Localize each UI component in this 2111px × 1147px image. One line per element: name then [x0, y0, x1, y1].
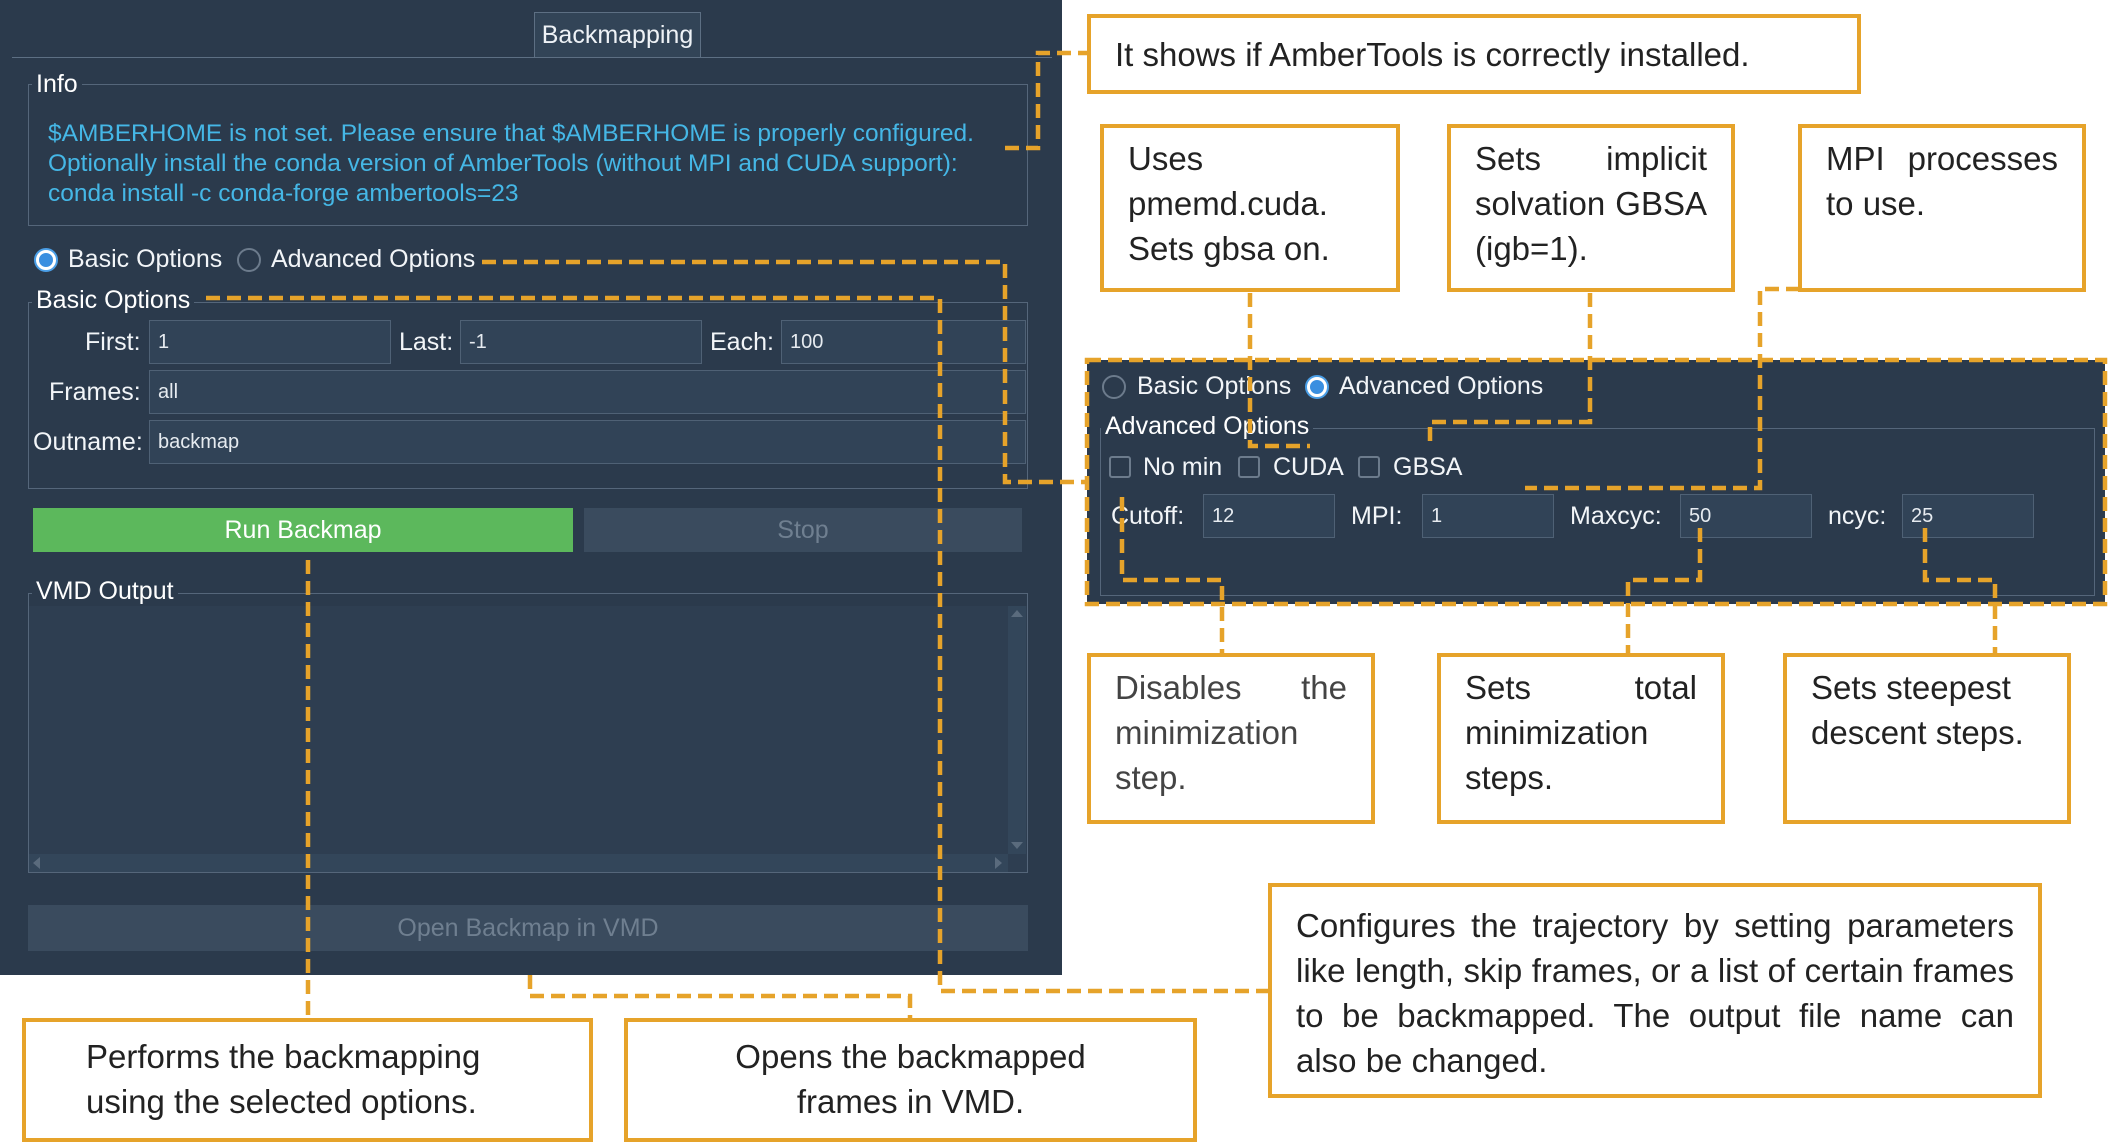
basic-options-group [28, 302, 1028, 489]
connector-ambertools [1005, 50, 1090, 151]
connector-nomin [1119, 497, 1225, 653]
scroll-down-arrow-icon[interactable] [1011, 842, 1023, 849]
outname-label: Outname: [33, 428, 143, 456]
outname-input[interactable]: backmap [149, 420, 1026, 464]
mpi-value: 1 [1431, 504, 1443, 527]
maxcyc-value: 50 [1689, 504, 1712, 527]
each-input[interactable]: 100 [781, 320, 1026, 364]
connector-basic-options [206, 295, 1268, 994]
basic-options-radio-label: Basic Options [68, 245, 223, 273]
advanced-panel-highlight [1084, 357, 2108, 607]
mpi-input[interactable]: 1 [1422, 494, 1554, 538]
ncyc-value: 25 [1911, 504, 1934, 527]
scroll-up-arrow-icon[interactable] [1011, 610, 1023, 617]
callout-run: Performs the backmapping using the selec… [22, 1018, 593, 1142]
maxcyc-input[interactable]: 50 [1680, 494, 1812, 538]
callout-maxcyc: Sets total minimization steps. [1437, 653, 1725, 824]
connector-ncyc [1922, 528, 1998, 653]
vmd-output-group-label: VMD Output [32, 577, 178, 606]
callout-ncyc: Sets steepest descent steps. [1783, 653, 2071, 824]
tab-backmapping[interactable]: Backmapping [534, 12, 701, 58]
cutoff-input[interactable]: 12 [1203, 494, 1335, 538]
callout-cuda: Uses pmemd.cuda. Sets gbsa on. [1100, 124, 1400, 292]
last-label: Last: [399, 328, 454, 356]
callout-run-text: Performs the backmapping using the selec… [86, 1038, 481, 1120]
callout-ambertools: It shows if AmberTools is correctly inst… [1087, 14, 1861, 94]
tab-divider [12, 57, 1052, 58]
callout-trajectory: Configures the trajectory by setting par… [1268, 883, 2042, 1098]
callout-open-vmd: Opens the backmapped frames in VMD. [624, 1018, 1197, 1142]
nomin-label: No min [1143, 453, 1223, 481]
advanced-options-panel: Basic Options Advanced Options Advanced … [1087, 360, 2105, 604]
callout-ncyc-text: Sets steepest descent steps. [1811, 669, 2024, 751]
first-input[interactable]: 1 [149, 320, 391, 364]
each-value: 100 [790, 330, 824, 353]
cutoff-value: 12 [1212, 504, 1235, 527]
outname-value: backmap [158, 430, 240, 453]
vmd-output-vertical-scrollbar[interactable] [1008, 606, 1026, 854]
basic-options-radio[interactable] [34, 248, 58, 272]
gbsa-checkbox[interactable] [1358, 456, 1380, 478]
gbsa-label: GBSA [1393, 453, 1463, 481]
adv-basic-options-radio-label: Basic Options [1137, 372, 1292, 400]
callout-mpi-text: MPI processes to use. [1826, 140, 2058, 222]
vmd-output-textarea[interactable] [29, 606, 1027, 872]
nomin-checkbox[interactable] [1109, 456, 1131, 478]
last-value: -1 [469, 330, 487, 353]
connector-mpi [1525, 286, 1800, 491]
advanced-options-radio[interactable] [237, 248, 261, 272]
info-group [28, 84, 1028, 226]
first-value: 1 [158, 330, 170, 353]
cuda-label: CUDA [1273, 453, 1344, 481]
callout-cuda-text: Uses pmemd.cuda. Sets gbsa on. [1128, 140, 1330, 267]
each-label: Each: [710, 328, 774, 356]
callout-trajectory-text: Configures the trajectory by setting par… [1296, 907, 2014, 1079]
backmapping-panel: Backmapping Info $AMBERHOME is not set. … [0, 0, 1062, 975]
frames-label: Frames: [49, 378, 141, 406]
callout-maxcyc-text: Sets total minimization steps. [1465, 669, 1697, 796]
callout-open-vmd-text: Opens the backmapped frames in VMD. [735, 1038, 1086, 1120]
maxcyc-label: Maxcyc: [1570, 502, 1662, 530]
connector-gbsa [1427, 293, 1593, 446]
first-label: First: [85, 328, 141, 356]
frames-value: all [158, 380, 179, 403]
last-input[interactable]: -1 [460, 320, 702, 364]
adv-basic-options-radio[interactable] [1102, 375, 1126, 399]
connector-maxcyc [1625, 528, 1703, 653]
basic-options-group-label: Basic Options [32, 286, 195, 315]
ncyc-label: ncyc: [1828, 502, 1887, 530]
callout-gbsa: Sets implicit solvation GBSA (igb=1). [1447, 124, 1735, 292]
info-group-label: Info [32, 70, 82, 99]
cuda-checkbox[interactable] [1238, 456, 1260, 478]
callout-ambertools-text: It shows if AmberTools is correctly inst… [1115, 36, 1750, 73]
advanced-options-radio-label: Advanced Options [271, 245, 476, 273]
scroll-right-arrow-icon[interactable] [995, 857, 1002, 869]
connector-advanced-radio [482, 259, 1087, 485]
callout-nomin-text: Disables the minimization step. [1115, 669, 1347, 796]
adv-advanced-options-radio-label: Advanced Options [1339, 372, 1544, 400]
info-message-line-3: conda install -c conda-forge ambertools=… [48, 180, 519, 207]
run-backmap-button[interactable]: Run Backmap [33, 508, 573, 552]
stop-button[interactable]: Stop [584, 508, 1022, 552]
mpi-label: MPI: [1351, 502, 1403, 530]
callout-gbsa-text: Sets implicit solvation GBSA (igb=1). [1475, 140, 1707, 267]
vmd-output-group [28, 593, 1028, 873]
callout-mpi: MPI processes to use. [1798, 124, 2086, 292]
scroll-left-arrow-icon[interactable] [33, 857, 40, 869]
frames-input[interactable]: all [149, 370, 1026, 414]
adv-advanced-options-radio[interactable] [1305, 375, 1329, 399]
info-message-line-1: $AMBERHOME is not set. Please ensure tha… [48, 120, 974, 147]
connector-open-vmd [527, 975, 913, 1018]
adv-options-group-label: Advanced Options [1101, 412, 1314, 441]
callout-nomin: Disables the minimization step. [1087, 653, 1375, 824]
adv-options-group [1100, 428, 2095, 596]
vmd-output-horizontal-scrollbar[interactable] [29, 854, 1008, 872]
open-backmap-in-vmd-button[interactable]: Open Backmap in VMD [28, 905, 1028, 951]
info-message-line-2: Optionally install the conda version of … [48, 150, 958, 177]
connector-cuda [1247, 293, 1310, 449]
